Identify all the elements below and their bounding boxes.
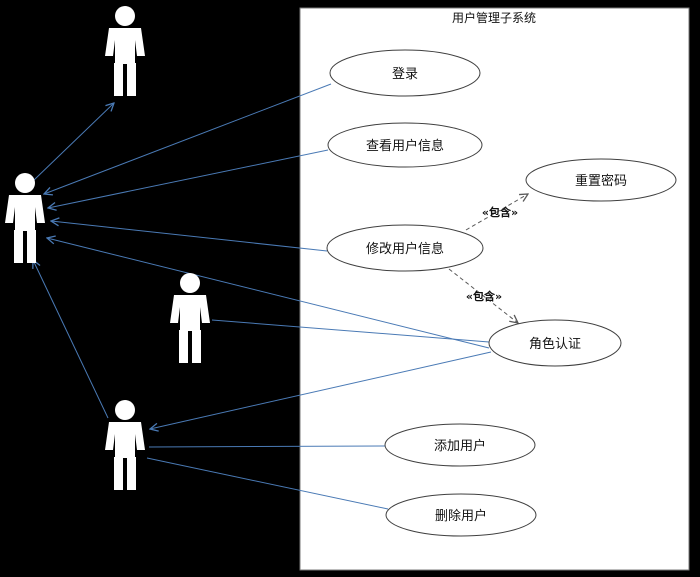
system-boundary xyxy=(299,7,690,571)
usecase-label: 重置密码 xyxy=(575,173,627,189)
usecase-login: 登录 xyxy=(329,49,481,97)
assoc-bottom-actor-to-add-user xyxy=(148,445,386,448)
include-modify-to-role-auth xyxy=(448,268,518,323)
include-stereotype-label: «包含» xyxy=(466,289,502,303)
assoc-bottom-actor-to-delete-user xyxy=(146,457,389,510)
assoc-modify-info-to-main-actor xyxy=(51,221,328,252)
actor-bottom-icon xyxy=(105,400,145,490)
usecase-label: 查看用户信息 xyxy=(366,138,444,154)
system-title: 用户管理子系统 xyxy=(452,10,536,25)
assoc-login-to-main-actor xyxy=(44,83,332,194)
actor-main-icon xyxy=(5,173,45,263)
usecase-add-user: 添加用户 xyxy=(384,423,536,467)
usecase-label: 删除用户 xyxy=(435,508,487,524)
assoc-role-auth-to-main-actor xyxy=(47,238,490,349)
usecase-reset-password: 重置密码 xyxy=(525,158,677,202)
usecase-modify-user-info: 修改用户信息 xyxy=(326,224,484,272)
assoc-bottom-actor-to-main-actor xyxy=(33,260,109,419)
usecase-view-user-info: 查看用户信息 xyxy=(327,122,483,168)
usecase-role-auth: 角色认证 xyxy=(488,319,622,367)
actor-top-icon xyxy=(105,6,145,96)
include-stereotype-label: «包含» xyxy=(482,205,518,219)
assoc-role-auth-to-bottom-actor xyxy=(150,351,492,429)
usecase-label: 登录 xyxy=(392,67,418,82)
usecase-label: 角色认证 xyxy=(529,336,581,352)
usecase-delete-user: 删除用户 xyxy=(385,493,537,537)
actor-middle-icon xyxy=(170,273,210,363)
include-modify-to-reset-password xyxy=(465,194,528,231)
assoc-view-info-to-main-actor xyxy=(48,149,329,208)
assoc-middle-actor-to-role-auth xyxy=(211,319,490,343)
usecase-label: 添加用户 xyxy=(434,438,486,454)
usecase-label: 修改用户信息 xyxy=(366,241,444,257)
assoc-main-to-top-actor xyxy=(33,103,114,181)
